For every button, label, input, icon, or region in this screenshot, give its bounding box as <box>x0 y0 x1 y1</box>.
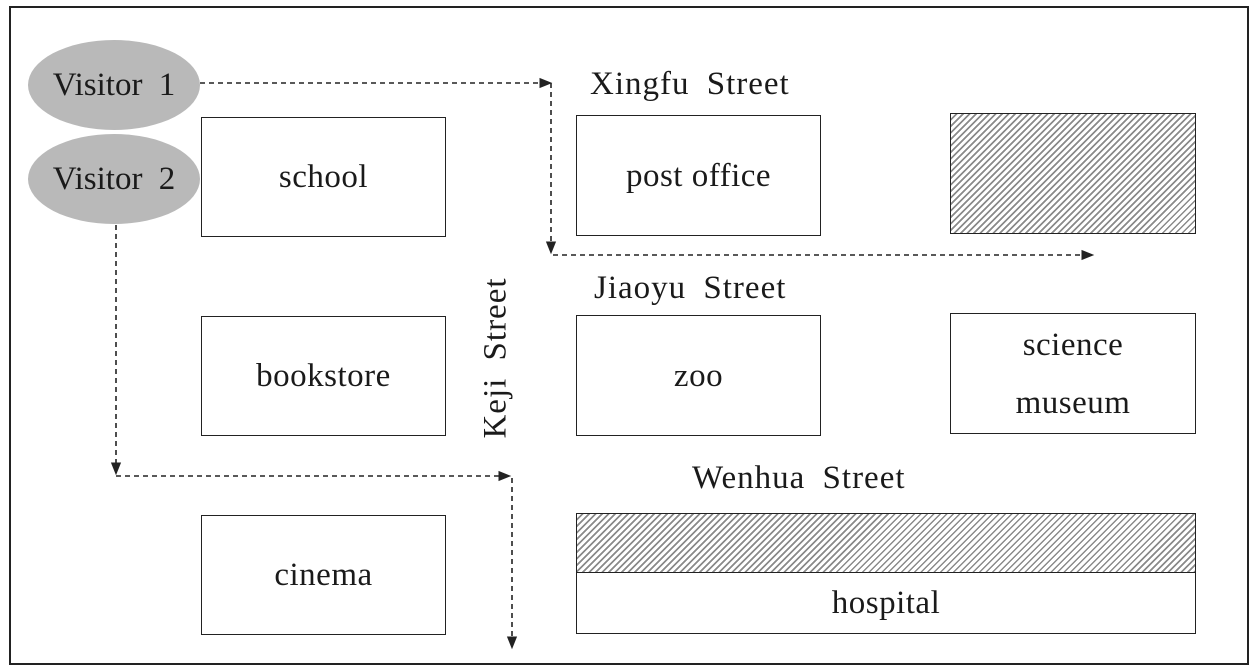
science-museum-label: science museum <box>1015 326 1131 421</box>
school-label: school <box>278 159 369 195</box>
zoo-block: zoo <box>576 315 821 436</box>
hospital-label: hospital <box>831 585 941 621</box>
hospital-block: hospital <box>576 572 1196 634</box>
post-office-label: post office <box>625 157 772 194</box>
jiaoyu-street-label: Jiaoyu Street <box>594 270 787 306</box>
visitor-1-badge: Visitor 1 <box>28 40 200 130</box>
hatched-empty-block <box>950 113 1196 234</box>
post-office-block: post office <box>576 115 821 236</box>
visitor-1-label: Visitor 1 <box>52 66 176 103</box>
cinema-block: cinema <box>201 515 446 635</box>
bookstore-block: bookstore <box>201 316 446 436</box>
bookstore-label: bookstore <box>256 358 391 394</box>
visitor-2-label: Visitor 2 <box>52 160 176 197</box>
wenhua-street-label: Wenhua Street <box>692 460 906 496</box>
science-museum-block: science museum <box>950 313 1196 434</box>
visitor-2-badge: Visitor 2 <box>28 134 200 224</box>
zoo-label: zoo <box>673 357 724 394</box>
keji-street-label: Keji Street <box>477 277 514 439</box>
xingfu-street-label: Xingfu Street <box>590 66 790 102</box>
school-block: school <box>201 117 446 237</box>
hatched-strip-block <box>576 513 1196 574</box>
cinema-label: cinema <box>274 557 373 593</box>
